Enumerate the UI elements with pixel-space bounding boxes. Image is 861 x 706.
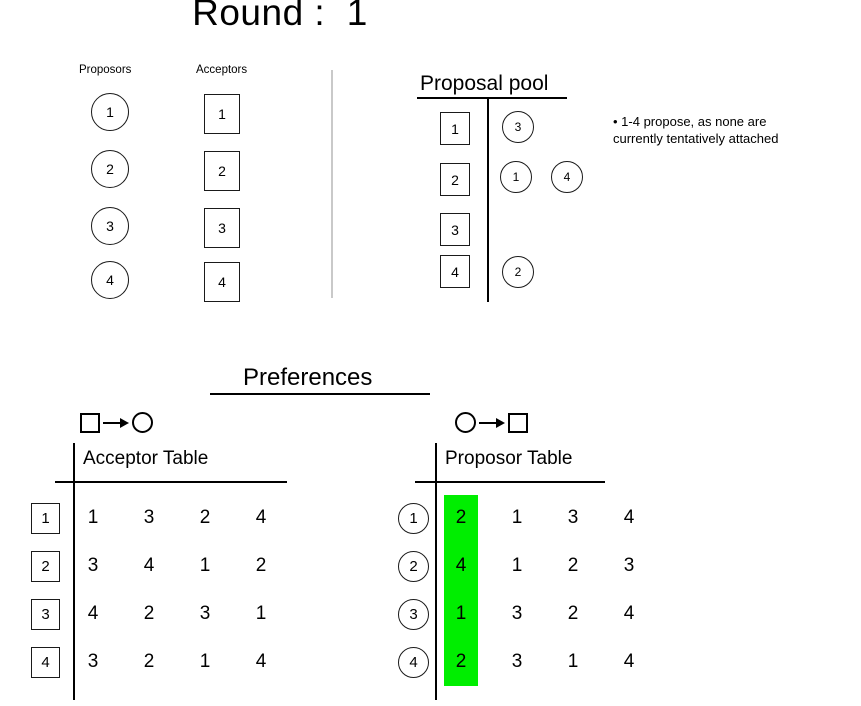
panel-divider: [331, 70, 333, 298]
proposors-column-label: Proposors: [79, 64, 132, 76]
acceptor-cell-4-4: 4: [255, 651, 267, 672]
proposor-cell-2-3: 2: [567, 555, 579, 576]
acceptor-cell-1-4: 4: [255, 507, 267, 528]
proposal-pool-title: Proposal pool: [420, 72, 549, 95]
acceptor-cell-1-2: 3: [143, 507, 155, 528]
proposor-cell-4-1: 2: [455, 651, 467, 672]
pool-proposal-2-1[interactable]: 1: [500, 161, 532, 193]
proposal-pool-column-divider: [487, 97, 489, 302]
proposor-node-2[interactable]: 2: [91, 150, 129, 188]
circle-icon: [132, 412, 153, 433]
acceptor-row-key-3[interactable]: 3: [31, 599, 60, 630]
circle-icon: [455, 412, 476, 433]
proposor-cell-2-2: 1: [511, 555, 523, 576]
proposor-row-key-2[interactable]: 2: [398, 551, 429, 582]
acceptor-table-header-rule: [55, 481, 287, 483]
acceptor-table-title: Acceptor Table: [83, 448, 209, 469]
proposor-node-3[interactable]: 3: [91, 207, 129, 245]
acceptor-cell-3-4: 1: [255, 603, 267, 624]
pool-acceptor-3[interactable]: 3: [440, 213, 470, 246]
pool-acceptor-1[interactable]: 1: [440, 112, 470, 145]
proposor-cell-1-4: 4: [623, 507, 635, 528]
acceptor-cell-4-3: 1: [199, 651, 211, 672]
acceptor-table-legend: [80, 412, 153, 433]
acceptor-table-vertical-rule: [73, 443, 75, 700]
proposor-table-title: Proposor Table: [445, 448, 573, 469]
arrow-right-icon: [103, 417, 129, 428]
acceptor-node-1[interactable]: 1: [204, 94, 240, 134]
pool-proposal-2-2[interactable]: 4: [551, 161, 583, 193]
acceptor-cell-1-1: 1: [87, 507, 99, 528]
proposor-row-key-1[interactable]: 1: [398, 503, 429, 534]
acceptor-cell-2-3: 1: [199, 555, 211, 576]
highlight-column: [444, 495, 478, 686]
acceptor-cell-1-3: 2: [199, 507, 211, 528]
square-icon: [80, 412, 100, 433]
preferences-underline: [210, 393, 430, 395]
proposor-cell-3-3: 2: [567, 603, 579, 624]
acceptor-cell-4-1: 3: [87, 651, 99, 672]
arrow-right-icon: [479, 417, 505, 428]
proposor-node-1[interactable]: 1: [91, 93, 129, 131]
acceptor-cell-3-3: 3: [199, 603, 211, 624]
pool-acceptor-2[interactable]: 2: [440, 163, 470, 196]
proposor-table-header-rule: [415, 481, 605, 483]
proposal-pool-underline: [417, 97, 567, 99]
acceptor-row-key-4[interactable]: 4: [31, 647, 60, 678]
proposor-cell-2-4: 3: [623, 555, 635, 576]
proposor-row-key-3[interactable]: 3: [398, 599, 429, 630]
proposor-cell-3-1: 1: [455, 603, 467, 624]
proposor-cell-4-3: 1: [567, 651, 579, 672]
proposor-cell-3-2: 3: [511, 603, 523, 624]
acceptor-cell-2-2: 4: [143, 555, 155, 576]
acceptor-cell-2-1: 3: [87, 555, 99, 576]
acceptor-row-key-2[interactable]: 2: [31, 551, 60, 582]
proposor-cell-3-4: 4: [623, 603, 635, 624]
acceptor-node-2[interactable]: 2: [204, 151, 240, 191]
proposor-cell-1-2: 1: [511, 507, 523, 528]
acceptor-cell-4-2: 2: [143, 651, 155, 672]
pool-proposal-4-1[interactable]: 2: [502, 256, 534, 288]
proposor-cell-2-1: 4: [455, 555, 467, 576]
proposor-cell-1-3: 3: [567, 507, 579, 528]
page-title: Round : 1: [192, 0, 368, 33]
acceptor-cell-2-4: 2: [255, 555, 267, 576]
acceptor-node-3[interactable]: 3: [204, 208, 240, 248]
pool-proposal-1-1[interactable]: 3: [502, 111, 534, 143]
pool-acceptor-4[interactable]: 4: [440, 255, 470, 288]
proposor-node-4[interactable]: 4: [91, 261, 129, 299]
acceptor-cell-3-2: 2: [143, 603, 155, 624]
proposor-cell-1-1: 2: [455, 507, 467, 528]
square-icon: [508, 412, 528, 433]
acceptor-node-4[interactable]: 4: [204, 262, 240, 302]
acceptor-cell-3-1: 4: [87, 603, 99, 624]
acceptor-row-key-1[interactable]: 1: [31, 503, 60, 534]
round-note: • 1-4 propose, as none are currently ten…: [613, 114, 779, 146]
proposor-table-vertical-rule: [435, 443, 437, 700]
proposor-cell-4-4: 4: [623, 651, 635, 672]
proposor-cell-4-2: 3: [511, 651, 523, 672]
proposor-table-legend: [455, 412, 528, 433]
acceptors-column-label: Acceptors: [196, 64, 248, 76]
proposor-row-key-4[interactable]: 4: [398, 647, 429, 678]
preferences-title: Preferences: [243, 364, 373, 391]
